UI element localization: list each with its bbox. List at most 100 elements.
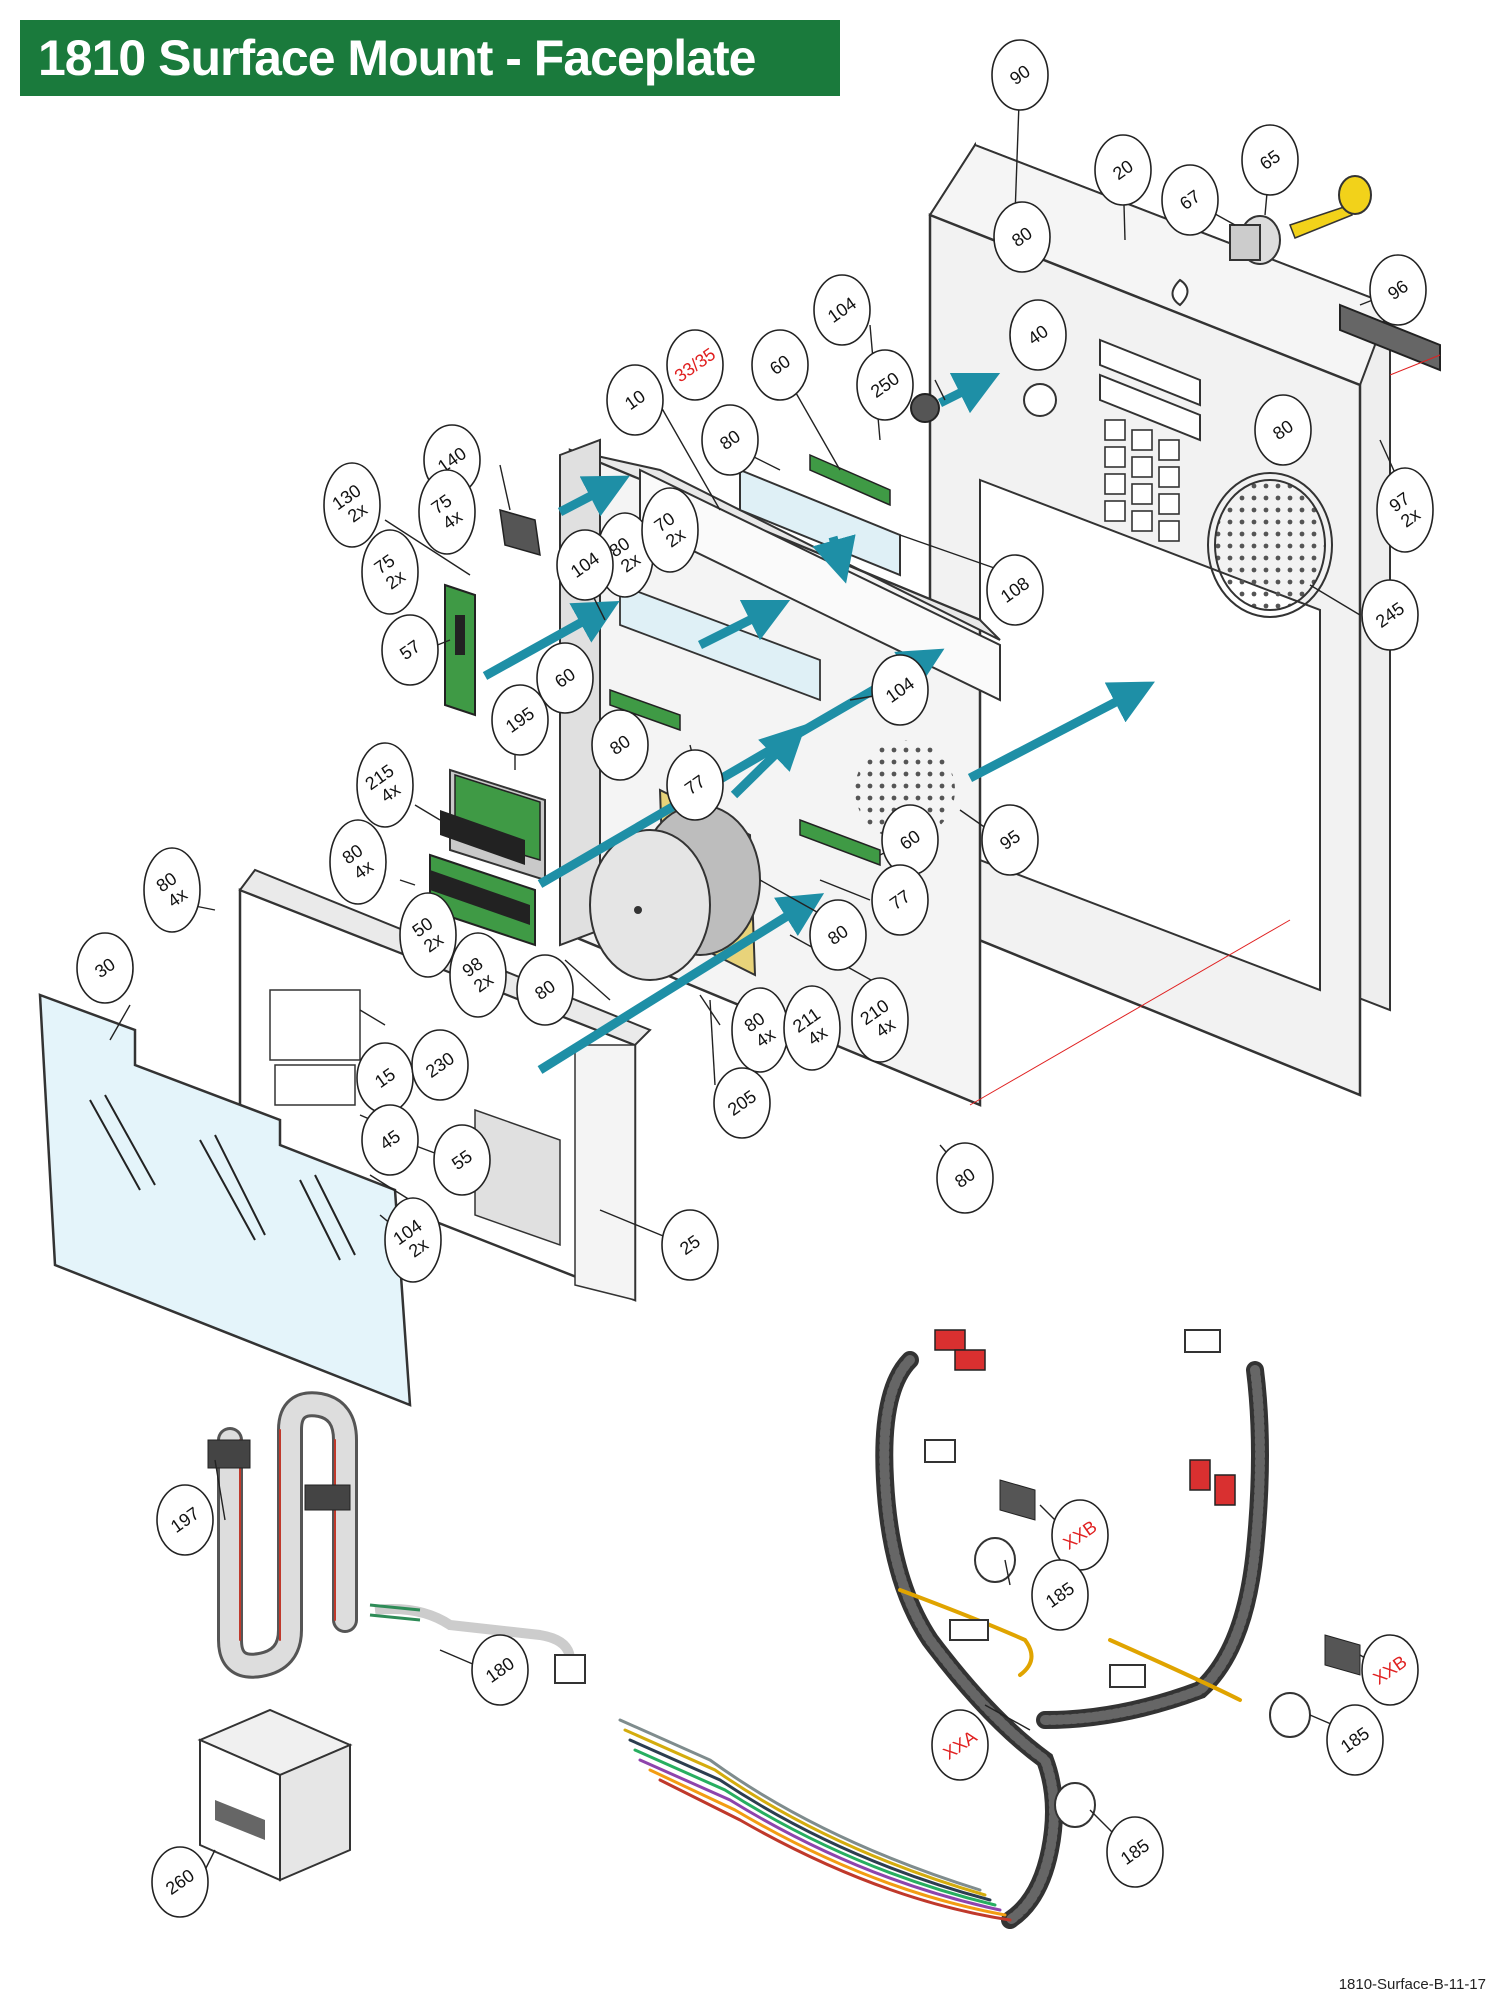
- speaker-grille-245: [1214, 479, 1326, 611]
- callout-bubble: [491, 684, 549, 756]
- callout-bubble: [1326, 1704, 1384, 1776]
- drawing-code: 1810-Surface-B-11-17: [1338, 1976, 1486, 1993]
- pcb-part-60-top: [809, 453, 891, 507]
- callout-bubble: [713, 1067, 771, 1139]
- callout-55: 55: [433, 1124, 491, 1196]
- callout-XXB1: XXB: [1051, 1499, 1109, 1571]
- callout-185c: 185: [1106, 1816, 1164, 1888]
- camera-board-33-35: [739, 468, 901, 577]
- callout-25: 25: [661, 1209, 719, 1281]
- callout-bubble: [856, 349, 914, 421]
- pcb-part-98: [429, 853, 536, 947]
- callout-bubble: [931, 1709, 989, 1781]
- callout-bubble: [1241, 124, 1299, 196]
- callout-bubble: [851, 977, 909, 1063]
- speaker-part-205: [589, 788, 761, 981]
- pcb-part-57: [444, 583, 476, 717]
- key-icon: [1338, 175, 1372, 215]
- callout-bubble: [993, 201, 1051, 273]
- callout-15: 15: [356, 1042, 414, 1114]
- callout-bubble: [329, 819, 387, 905]
- callout-108: 108: [986, 554, 1044, 626]
- callout-bubble: [76, 932, 134, 1004]
- callout-3335: 33/35: [666, 329, 724, 401]
- callout-95: 95: [981, 804, 1039, 876]
- ferrite-part-260: [197, 1708, 353, 1882]
- callout-bubble: [591, 709, 649, 781]
- faceplate-part-90: [928, 141, 1392, 1097]
- callout-195: 195: [491, 684, 549, 756]
- callout-bubble: [411, 1029, 469, 1101]
- callout-XXA: XXA: [931, 1709, 989, 1781]
- callout-bubble: [1361, 1634, 1419, 1706]
- callout-bubble: [809, 899, 867, 971]
- callout-197: 197: [156, 1484, 214, 1556]
- callout-60c: 60: [881, 804, 939, 876]
- callout-140: 140: [423, 424, 481, 496]
- bracket-part-96: [1339, 303, 1441, 372]
- callout-bubble: [606, 364, 664, 436]
- callout-bubble: [813, 274, 871, 346]
- grommet-part-250: [910, 393, 940, 423]
- callout-96: 96: [1369, 254, 1427, 326]
- callout-bubble: [1361, 579, 1419, 651]
- callout-bubble: [471, 1634, 529, 1706]
- callout-bubble: [1031, 1559, 1089, 1631]
- callout-60b: 60: [536, 642, 594, 714]
- pcb-part-60-left: [609, 688, 681, 732]
- callout-bubble: [666, 329, 724, 401]
- callout-80b: 80: [1254, 394, 1312, 466]
- diagram-title: 1810 Surface Mount - Faceplate: [20, 20, 840, 96]
- callout-245: 245: [1361, 579, 1419, 651]
- callout-80i: 80: [516, 954, 574, 1026]
- callout-bubble: [1009, 299, 1067, 371]
- pcb-part-60-right: [799, 818, 881, 867]
- callout-bubble: [871, 654, 929, 726]
- callout-bubble: [661, 1209, 719, 1281]
- callout-10: 10: [606, 364, 664, 436]
- assembly-arrows: [482, 372, 1155, 1074]
- callout-30: 30: [76, 932, 134, 1004]
- key-lock-65: [1229, 175, 1372, 265]
- callout-260: 260: [151, 1846, 209, 1918]
- callout-bubble: [536, 642, 594, 714]
- callout-230: 230: [411, 1029, 469, 1101]
- callout-80a: 80: [993, 201, 1051, 273]
- keypad: [1104, 419, 1180, 542]
- callout-bubble: [1254, 394, 1312, 466]
- callout-bubble: [156, 1484, 214, 1556]
- callout-80h: 80: [809, 899, 867, 971]
- callout-bubble: [1161, 164, 1219, 236]
- callout-bubble: [556, 529, 614, 601]
- harness-connectors: [924, 1329, 1361, 1828]
- callout-bubble: [1376, 467, 1434, 553]
- callout-bubble: [384, 1197, 442, 1283]
- callout-bubble: [361, 529, 419, 615]
- glass-panel-part-30: [38, 993, 412, 1407]
- wire-harness: [618, 1351, 1269, 1929]
- cable-part-180: [369, 1603, 586, 1684]
- callout-bubble: [871, 864, 929, 936]
- callout-bubble: [381, 614, 439, 686]
- callout-bubble: [449, 932, 507, 1018]
- callout-104c: 104: [871, 654, 929, 726]
- callout-77b: 77: [871, 864, 929, 936]
- alignment-line: [969, 919, 1291, 1106]
- chassis-part-10: [619, 468, 1001, 702]
- callout-20: 20: [1094, 134, 1152, 206]
- callout-bubble: [418, 469, 476, 555]
- callout-185b: 185: [1326, 1704, 1384, 1776]
- switch-part-140: [499, 508, 541, 557]
- callout-bubble: [356, 742, 414, 828]
- pcb-part-195: [440, 768, 546, 882]
- callout-XXB2: XXB: [1361, 1634, 1419, 1706]
- callout-bubble: [641, 487, 699, 573]
